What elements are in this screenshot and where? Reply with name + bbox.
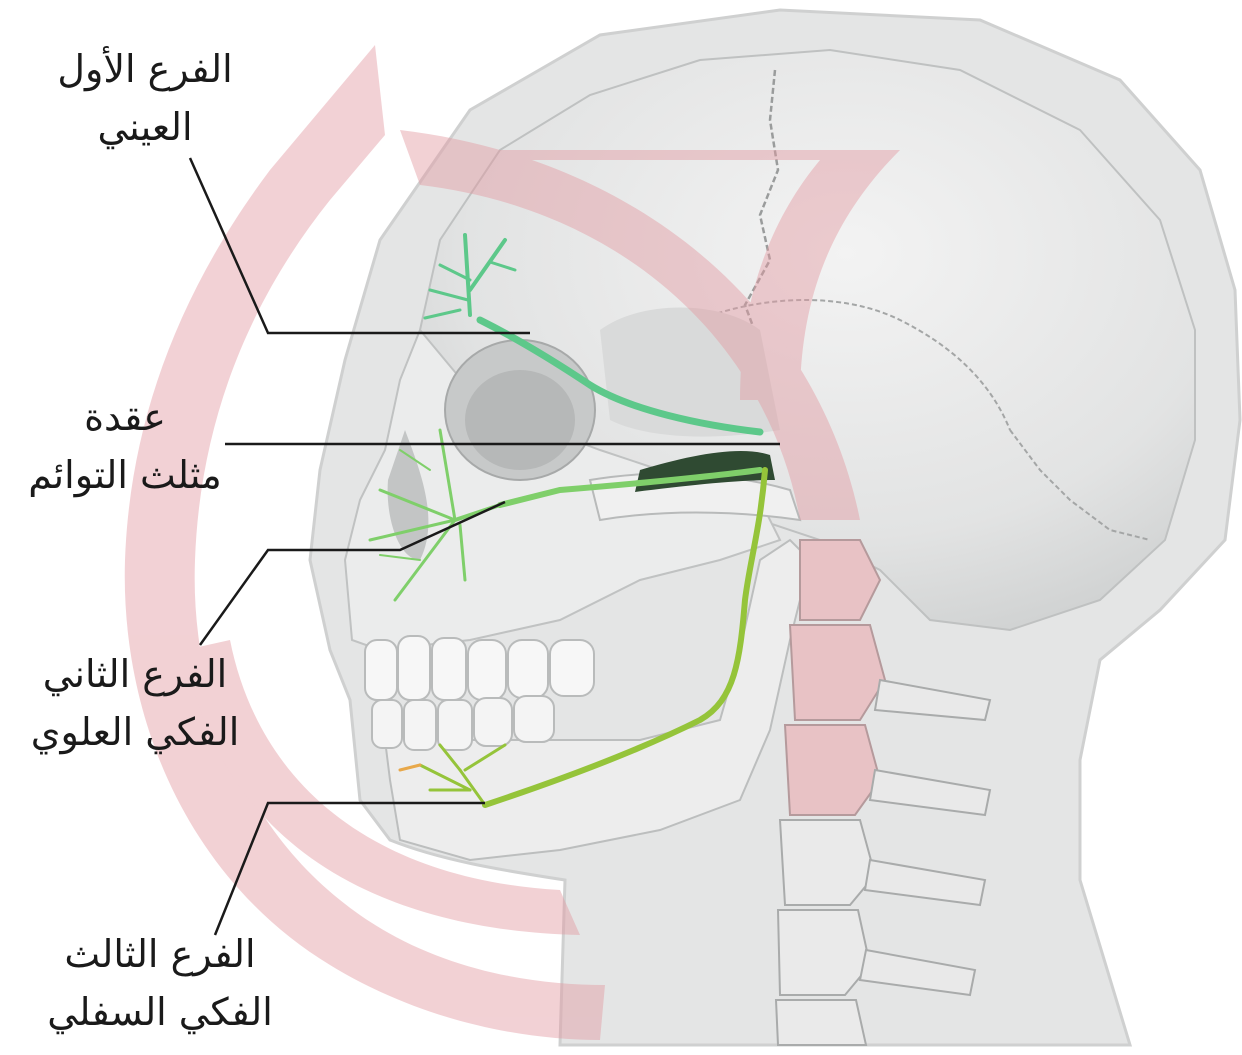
label-maxillary-branch: الفرع الثاني الفكي العلوي (0, 645, 270, 761)
label-ganglion-line2: مثلث التوائم (0, 446, 250, 504)
label-ganglion-line1: عقدة (0, 388, 250, 446)
label-ophthalmic-line2: العيني (30, 98, 260, 156)
label-mandibular-branch: الفرع الثالث الفكي السفلي (20, 925, 300, 1041)
label-maxillary-line1: الفرع الثاني (0, 645, 270, 703)
label-mandibular-line1: الفرع الثالث (20, 925, 300, 983)
label-mandibular-line2: الفكي السفلي (20, 983, 300, 1041)
label-maxillary-line2: الفكي العلوي (0, 703, 270, 761)
label-ophthalmic-branch: الفرع الأول العيني (30, 40, 260, 156)
label-ophthalmic-line1: الفرع الأول (30, 40, 260, 98)
upper-teeth (365, 636, 594, 700)
lower-teeth (372, 696, 554, 750)
label-trigeminal-ganglion: عقدة مثلث التوائم (0, 388, 250, 504)
